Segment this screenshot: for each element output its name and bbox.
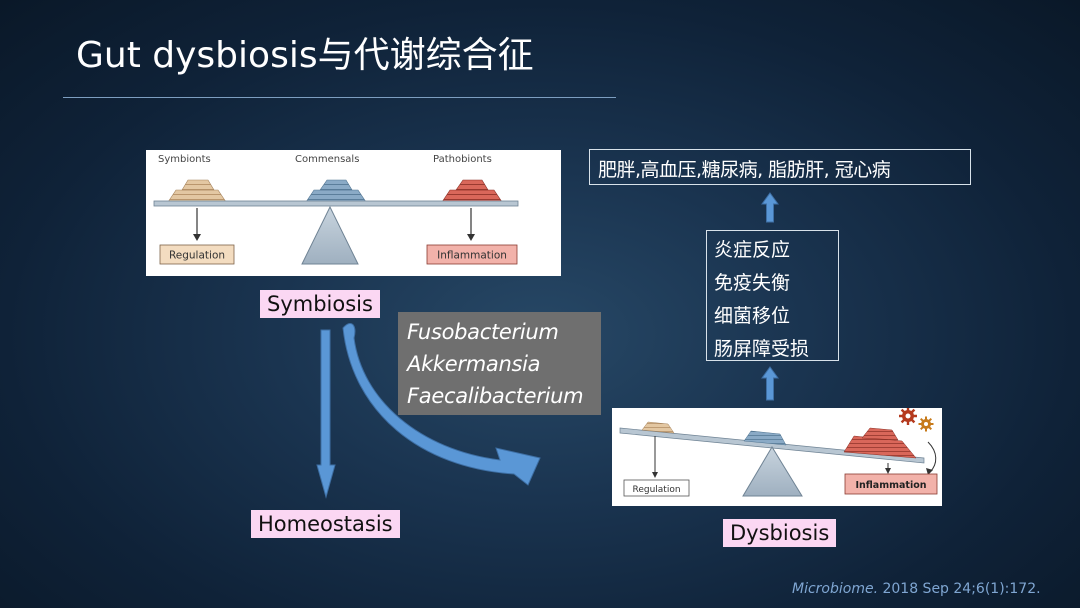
commensals-pile-top <box>319 179 353 191</box>
regulation-text: Regulation <box>169 250 225 262</box>
regulation-box <box>159 244 235 265</box>
arrow-down-icon <box>652 472 658 478</box>
symbionts-label: Symbionts <box>158 154 211 165</box>
inflammation-text: Inflammation <box>855 480 926 491</box>
citation: Microbiome. 2018 Sep 24;6(1):172. <box>792 581 1041 597</box>
commensals-pile-small <box>743 430 787 446</box>
bacteria-item-fusobacterium: Fusobacterium <box>407 320 559 344</box>
tilted-balance-beam <box>619 427 925 464</box>
dysbiosis-label: Dysbiosis <box>723 519 837 547</box>
pathobionts-pile-top <box>861 427 899 441</box>
arrow-up-icon <box>761 366 779 401</box>
pathobionts-label: Pathobionts <box>433 154 492 165</box>
arrow-up-icon <box>761 192 779 223</box>
symbiosis-to-dysbiosis-arrow <box>342 323 541 486</box>
dysbiosis-balance-figure: Regulation Inflammation <box>619 408 938 497</box>
fulcrum-triangle <box>301 205 359 265</box>
effect-item-inflammation: 炎症反应 <box>714 239 791 261</box>
commensals-label: Commensals <box>295 154 359 165</box>
gear-icon <box>899 408 917 425</box>
dysbiosis-effects-box: 炎症反应 免疫失衡 细菌移位 肠屏障受损 <box>706 230 839 361</box>
arrow-down-icon <box>193 234 201 241</box>
regulation-text: Regulation <box>632 485 680 495</box>
citation-journal: Microbiome. <box>792 581 879 597</box>
effect-item-bacterial-translocation: 细菌移位 <box>714 305 791 327</box>
homeostasis-label: Homeostasis <box>251 510 400 538</box>
citation-details: 2018 Sep 24;6(1):172. <box>878 581 1041 597</box>
symbionts-pile-top <box>181 179 215 191</box>
dysbiosis-balance-panel: Regulation Inflammation <box>612 408 942 506</box>
inflammation-box <box>844 473 938 495</box>
title-divider <box>63 97 616 98</box>
bacteria-item-faecalibacterium: Faecalibacterium <box>407 384 584 408</box>
symbiosis-label: Symbiosis <box>260 290 380 318</box>
effect-item-barrier-damage: 肠屏障受损 <box>714 338 810 360</box>
arrow-down-icon <box>467 234 475 241</box>
arrow-down-icon <box>926 468 933 475</box>
metabolic-disease-box: 肥胖,高血压,糖尿病, 脂肪肝, 冠心病 <box>589 149 971 185</box>
fulcrum-triangle <box>742 446 803 497</box>
symbionts-pile-small <box>641 421 675 434</box>
regulation-box <box>623 479 690 497</box>
pathobionts-pile-large <box>843 435 917 459</box>
symbiosis-balance-figure: Symbionts Commensals Pathobionts Regulat… <box>153 154 519 265</box>
curved-feedback-arrow <box>927 441 937 473</box>
bacteria-item-akkermansia: Akkermansia <box>407 352 541 376</box>
symbiosis-balance-panel: Symbionts Commensals Pathobionts Regulat… <box>146 150 561 276</box>
bacteria-list-box: Fusobacterium Akkermansia Faecalibacteri… <box>398 312 601 415</box>
gear-icon <box>918 416 934 432</box>
pathobionts-pile-top <box>455 179 489 191</box>
effect-item-immune-imbalance: 免疫失衡 <box>714 272 791 294</box>
arrow-down-icon <box>885 468 891 474</box>
symbiosis-to-homeostasis-arrow <box>316 329 336 499</box>
balance-beam <box>153 200 519 207</box>
slide-title: Gut dysbiosis与代谢综合征 <box>76 35 534 76</box>
inflammation-text: Inflammation <box>437 250 507 262</box>
inflammation-box <box>426 244 518 265</box>
